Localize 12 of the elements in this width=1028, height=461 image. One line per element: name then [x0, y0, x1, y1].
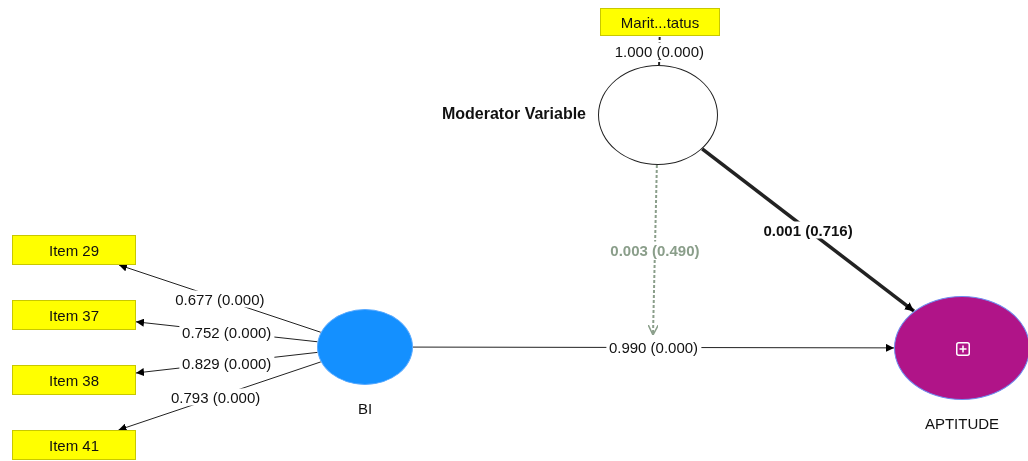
edge-label: 0.829 (0.000)	[179, 354, 275, 372]
construct-label: BI	[357, 400, 373, 417]
indicator-box: Item 41	[12, 430, 136, 460]
construct-label: Moderator Variable	[441, 105, 586, 123]
arrow	[701, 147, 916, 313]
construct-label: APTITUDE	[924, 415, 1000, 432]
indicator-box: Marit...tatus	[600, 8, 720, 36]
arrow	[647, 164, 659, 336]
indicator-box: Item 37	[12, 300, 136, 330]
indicator-box: Item 29	[12, 235, 136, 265]
indicator-box: Item 38	[12, 365, 136, 395]
edge-label: 0.752 (0.000)	[179, 323, 275, 341]
